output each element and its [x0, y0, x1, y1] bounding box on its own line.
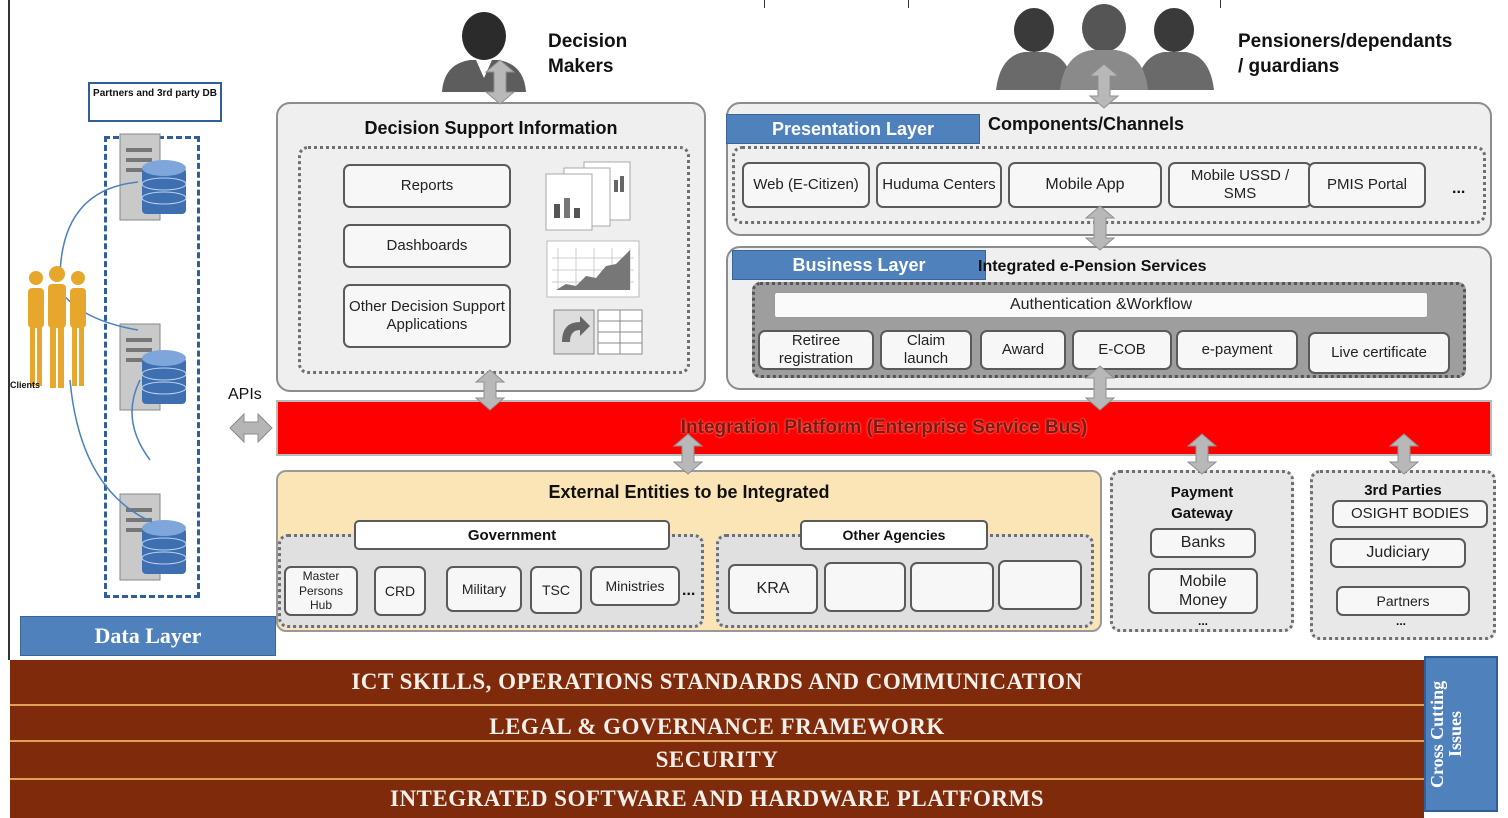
third-parties-title: 3rd Parties	[1364, 482, 1442, 499]
agency-kra[interactable]: KRA	[728, 564, 818, 614]
band-integrated-software-hardware: INTEGRATED SOFTWARE AND HARDWARE PLATFOR…	[10, 780, 1424, 818]
business-layer-label: Business Layer	[732, 250, 986, 280]
service-live-certificate[interactable]: Live certificate	[1308, 332, 1450, 374]
top-divider-line	[908, 0, 909, 8]
payment-mobile-money[interactable]: Mobile Money	[1148, 568, 1258, 614]
service-retiree-registration[interactable]: Retiree registration	[758, 330, 874, 370]
external-entities-title: External Entities to be Integrated	[548, 482, 830, 502]
database-server-icon	[119, 493, 187, 581]
channel-mobile-app[interactable]: Mobile App	[1008, 162, 1162, 208]
gov-ministries[interactable]: Ministries	[590, 566, 680, 606]
payment-banks[interactable]: Banks	[1150, 528, 1256, 558]
top-divider-line	[764, 0, 765, 8]
other-decision-support-box[interactable]: Other Decision Support Applications	[343, 284, 511, 348]
clients-people-icon	[28, 266, 86, 388]
government-label: Government	[354, 520, 670, 550]
apis-bidirectional-arrow-icon	[229, 412, 273, 444]
channel-web-ecitizen[interactable]: Web (E-Citizen)	[742, 162, 870, 208]
band-ict-skills: ICT SKILLS, OPERATIONS STANDARDS AND COM…	[10, 660, 1424, 706]
payment-gateway-title: Payment Gateway	[1170, 484, 1234, 522]
third-party-partners[interactable]: Partners	[1336, 586, 1470, 616]
integration-bus-title: Integration Platform (Enterprise Service…	[680, 417, 1088, 438]
applications-icon	[553, 309, 643, 355]
agency-empty-slot[interactable]	[910, 562, 994, 612]
reports-documents-icon	[545, 161, 631, 231]
decision-makers-label: Decision Makers	[548, 31, 628, 77]
integration-bus-bar[interactable]: Integration Platform (Enterprise Service…	[276, 400, 1492, 456]
service-e-cob[interactable]: E-COB	[1072, 330, 1172, 370]
apis-label: APIs	[228, 386, 262, 403]
agency-empty-slot[interactable]	[824, 562, 906, 612]
database-server-icon	[119, 323, 187, 411]
band-security: SECURITY	[10, 742, 1424, 780]
reports-box[interactable]: Reports	[343, 164, 511, 208]
service-award[interactable]: Award	[980, 330, 1066, 370]
top-divider-line	[1220, 0, 1221, 8]
presentation-layer-label: Presentation Layer	[726, 114, 980, 144]
payment-more-ellipsis: ...	[1198, 614, 1209, 628]
gov-master-persons-hub[interactable]: Master Persons Hub	[284, 566, 358, 616]
channel-pmis-portal[interactable]: PMIS Portal	[1308, 162, 1426, 208]
third-party-judiciary[interactable]: Judiciary	[1330, 538, 1466, 568]
components-channels-title: Components/Channels	[988, 114, 1185, 134]
decision-support-title: Decision Support Information	[364, 118, 618, 138]
gov-crd[interactable]: CRD	[374, 566, 426, 616]
government-more-ellipsis: ...	[682, 582, 696, 599]
clients-label: Clients	[10, 380, 41, 390]
service-e-payment[interactable]: e-payment	[1176, 330, 1298, 370]
dashboards-box[interactable]: Dashboards	[343, 224, 511, 268]
partners-db-label: Partners and 3rd party DB	[88, 82, 222, 122]
agency-empty-slot[interactable]	[998, 560, 1082, 610]
cross-cutting-issues-label: Cross Cutting Issues	[1427, 680, 1465, 788]
service-claim-launch[interactable]: Claim launch	[880, 330, 972, 370]
band-legal-governance: LEGAL & GOVERNANCE FRAMEWORK	[10, 706, 1424, 742]
third-party-osight-bodies[interactable]: OSIGHT BODIES	[1332, 500, 1488, 528]
data-layer-label: Data Layer	[20, 616, 276, 656]
channels-inner-area	[732, 146, 1486, 224]
cross-cutting-issues-box: Cross Cutting Issues	[1424, 656, 1498, 812]
database-server-icon	[119, 133, 187, 221]
integrated-epension-title: Integrated e-Pension Services	[978, 258, 1207, 275]
authentication-workflow-bar[interactable]: Authentication &Workflow	[774, 292, 1428, 318]
other-agencies-label: Other Agencies	[800, 520, 988, 550]
third-parties-more-ellipsis: ...	[1396, 614, 1407, 628]
gov-tsc[interactable]: TSC	[530, 566, 582, 614]
channel-mobile-ussd-sms[interactable]: Mobile USSD / SMS	[1168, 162, 1312, 208]
gov-military[interactable]: Military	[446, 566, 522, 612]
left-border-line	[8, 0, 10, 660]
decision-support-inner-area	[298, 146, 690, 374]
dashboard-chart-icon	[546, 240, 640, 298]
channel-huduma-centers[interactable]: Huduma Centers	[876, 162, 1002, 208]
pensioners-label: Pensioners/dependants / guardians	[1238, 31, 1453, 77]
channels-more-ellipsis: ...	[1452, 180, 1466, 197]
